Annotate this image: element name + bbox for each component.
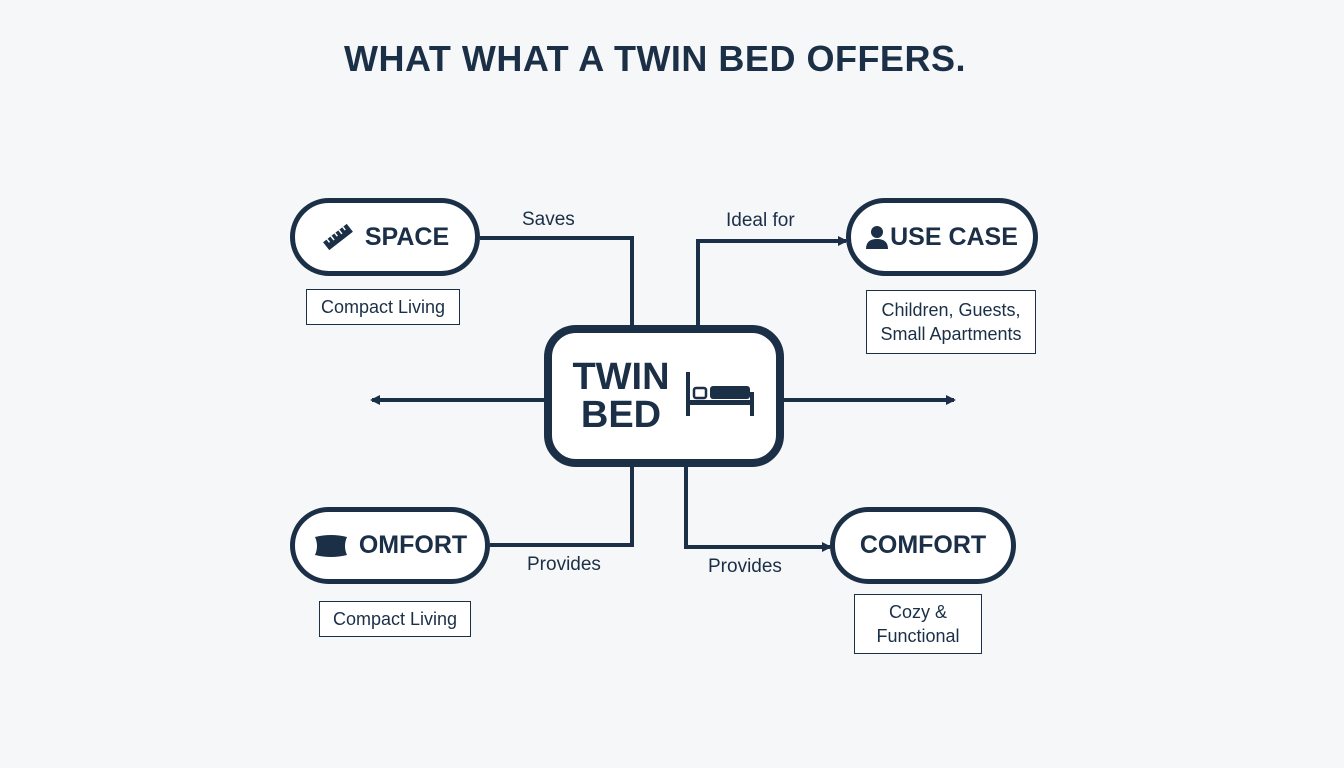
person-icon [866,225,889,249]
center-label: TWIN BED [572,358,669,434]
note-space: Compact Living [306,289,460,325]
connector-saves [480,236,634,325]
pillow-icon [313,534,349,558]
node-comfort[interactable]: COMFORT [830,507,1016,584]
edge-label-provides-right: Provides [708,556,782,577]
node-comfort-label: COMFORT [859,531,987,559]
note-comfort: Cozy & Functional [854,594,982,654]
node-omfort-label: OMFORT [358,531,468,559]
node-space[interactable]: SPACE [290,198,480,276]
note-omfort: Compact Living [319,601,471,637]
note-omfort-text: Compact Living [332,609,458,629]
note-use-case-line1: Children, Guests, [881,300,1021,320]
connector-provides-right [684,467,832,552]
edge-label-provides-left: Provides [527,554,601,575]
connector-ideal-for [696,236,848,325]
node-use-case-label: USE CASE [890,222,1018,251]
bed-icon [684,370,756,423]
note-use-case: Children, Guests, Small Apartments [866,290,1036,354]
center-label-line1: TWIN [572,356,670,398]
node-omfort[interactable]: OMFORT [290,507,490,584]
diagram-title: WHAT WHAT A TWIN BED OFFERS. [344,38,966,79]
node-use-case[interactable]: USE CASE [846,198,1038,276]
connector-provides-left [490,467,634,547]
edge-label-saves: Saves [522,209,575,230]
ruler-icon [321,220,355,254]
note-use-case-line2: Small Apartments [880,324,1022,344]
note-space-text: Compact Living [320,297,446,317]
center-node-twin-bed[interactable]: TWIN BED [544,325,784,467]
note-comfort-line2: Functional [876,626,960,646]
center-label-line2: BED [580,394,662,436]
node-space-label: SPACE [364,222,450,251]
note-comfort-line1: Cozy & [888,602,948,622]
edge-label-ideal-for: Ideal for [726,210,795,231]
